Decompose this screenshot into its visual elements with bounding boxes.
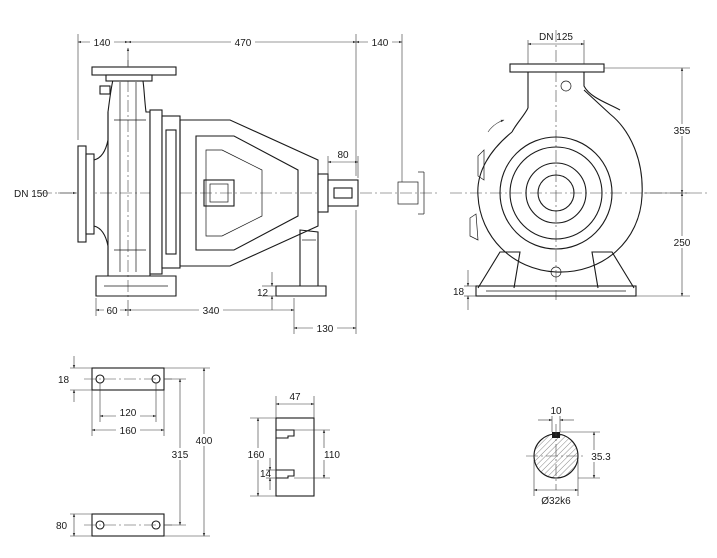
dim-key-35-3: 35.3	[591, 452, 611, 463]
dim-slot-110: 110	[324, 450, 340, 461]
pump-shaft	[317, 173, 359, 213]
dim-bottom-60: 60	[106, 306, 118, 317]
dim-top-left-140: 140	[94, 38, 111, 49]
front-view-dimensions: DN 125 355 250 18	[453, 32, 694, 310]
dim-base-400: 400	[196, 436, 213, 447]
dim-key-10: 10	[550, 406, 562, 417]
vent-plug	[99, 85, 111, 95]
discharge-drain	[560, 80, 572, 92]
side-view-dimensions: 140 470 140 DN 150 80 12 60 340 130	[14, 34, 403, 335]
dim-shaft-diameter: Ø32k6	[541, 496, 571, 507]
drain-plug	[550, 266, 562, 278]
casing-ring-outer	[499, 136, 613, 250]
dim-slot-14: 14	[260, 469, 272, 480]
pump-feet	[95, 275, 177, 297]
dim-bottom-340: 340	[203, 306, 220, 317]
dim-base-160: 160	[120, 426, 137, 437]
casing-ring-inner	[525, 162, 587, 224]
pump-casing	[99, 75, 151, 277]
front-view-pump	[450, 30, 710, 300]
side-view-pump	[40, 47, 440, 300]
casing-ring-mid	[509, 146, 603, 240]
dim-bottom-130: 130	[317, 324, 334, 335]
dim-outlet-dn: DN 125	[539, 32, 573, 43]
slot-detail: 47 160 110 14	[244, 392, 344, 497]
dim-slot-47: 47	[289, 392, 301, 403]
dim-top-right-140: 140	[372, 38, 389, 49]
dim-foot-12: 12	[257, 288, 269, 299]
dim-top-470: 470	[235, 38, 252, 49]
shaft-section: 10 35.3 Ø32k6	[526, 406, 614, 507]
baseplate-detail: 18 120 160 315 400 80	[56, 356, 216, 537]
discharge-flange	[91, 47, 177, 82]
volute-casing	[469, 80, 643, 278]
dim-front-foot-18: 18	[453, 287, 465, 298]
dim-base-120: 120	[120, 408, 137, 419]
dim-inlet-dn: DN 150	[14, 189, 48, 200]
support-foot	[275, 229, 327, 297]
dim-height-250: 250	[674, 238, 691, 249]
suction-flange	[77, 112, 109, 270]
front-feet	[475, 251, 637, 297]
dim-slot-160: 160	[248, 450, 265, 461]
coupling-outline	[397, 171, 425, 215]
suction-eye	[537, 174, 575, 212]
front-discharge-nozzle	[509, 63, 621, 133]
dim-base-18: 18	[58, 375, 70, 386]
bearing-bracket	[149, 109, 319, 275]
dim-base-80: 80	[56, 521, 68, 532]
dim-base-315: 315	[172, 450, 189, 461]
dim-height-355: 355	[674, 126, 691, 137]
dim-shaft-80: 80	[337, 150, 349, 161]
